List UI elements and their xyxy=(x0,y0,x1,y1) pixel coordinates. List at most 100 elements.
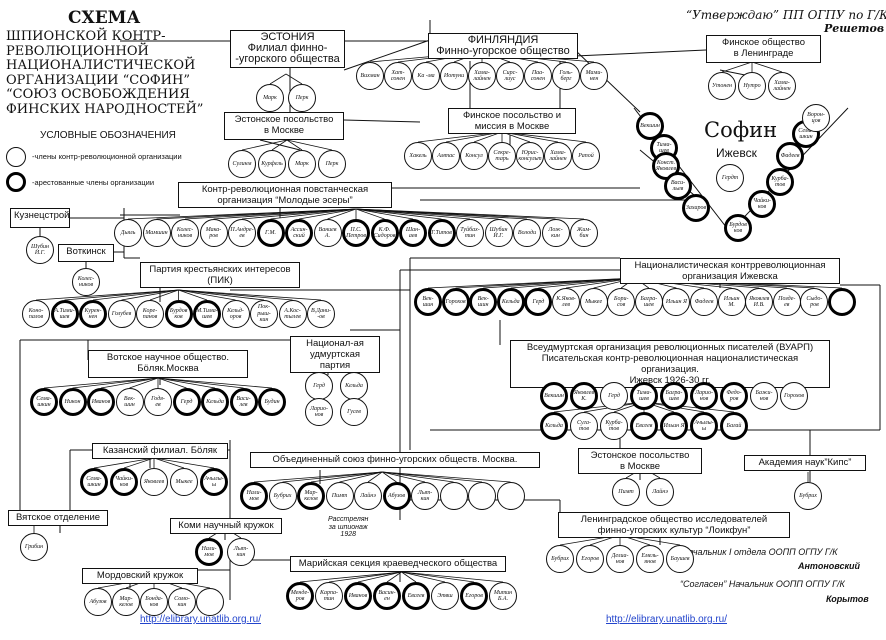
person-node: Векшин xyxy=(540,382,568,410)
person-node: Перк xyxy=(288,84,316,112)
legend-arrested-text: -арестованные члены организации xyxy=(32,178,155,187)
person-node xyxy=(828,288,856,316)
person-node: Кельд- оров xyxy=(221,300,250,328)
person-node: Лайнэ xyxy=(354,482,382,510)
group-box-leningrad-loik: Ленинградское общество исследователей фи… xyxy=(558,512,790,538)
group-box-kuznetsstroy: Кузнецстрой xyxy=(10,208,70,228)
person-node: Абузов xyxy=(382,482,411,510)
person-node: Герд xyxy=(305,372,333,400)
person-node: Горохов xyxy=(780,382,808,410)
person-node xyxy=(196,588,224,616)
person-node: Никон xyxy=(58,388,87,416)
person-node: Бубрих xyxy=(546,545,574,573)
person-node: Паа- сонен xyxy=(524,62,552,90)
scheme-title: СХЕМА xyxy=(68,8,141,28)
person-node: Ларио- нов xyxy=(305,398,333,426)
person-node: Митин Б.А. xyxy=(489,582,517,610)
group-box-kazan: Казанский филиал. Бöляк xyxy=(92,443,228,459)
person-node: Нали- мов xyxy=(240,482,268,510)
person-node xyxy=(496,482,525,510)
person-node: Бубрих xyxy=(794,482,822,510)
person-node: Секре- тарь xyxy=(488,142,516,170)
subtitle-line: НАЦИОНАЛИСТИЧЕСКОЙ xyxy=(6,58,196,73)
person-node: Баушев xyxy=(666,545,694,573)
person-node: Кельда xyxy=(540,412,568,440)
person-node: Марк xyxy=(256,84,284,112)
person-node: Сирс- лиус xyxy=(496,62,524,90)
signature-1: Начальник I отдела ООПП ОГПУ Г/К xyxy=(682,547,838,557)
person-node: Сулинм xyxy=(228,150,256,178)
person-node: Колес- ников xyxy=(72,268,100,296)
person-node: Герд xyxy=(172,388,201,416)
approver-name: Решетов xyxy=(824,22,885,35)
person-node: Иванов xyxy=(87,388,115,416)
person-node: Сыдо- ров xyxy=(800,288,829,316)
person-node: Гердт xyxy=(716,164,744,192)
group-box-votkinsk: Воткинск xyxy=(58,244,114,262)
person-node: Емель- янов xyxy=(636,545,664,573)
person-node: Шан- аев xyxy=(399,219,427,247)
person-node: Утонен xyxy=(708,72,736,100)
person-node: Век- шин xyxy=(469,288,498,316)
group-box-united-moscow: Объединенный союз финно-угорских обществ… xyxy=(250,452,540,468)
person-node: Ильин Я xyxy=(662,288,691,316)
source-link-left[interactable]: http://elibrary.unatlib.org.ru/ xyxy=(140,614,261,625)
person-node: Перк xyxy=(318,150,346,178)
person-node: Рапой xyxy=(572,142,600,170)
person-node: Курен- нен xyxy=(79,300,107,328)
subtitle-line: “СОЮЗ ОСВОБОЖДЕНИЯ xyxy=(6,87,190,102)
person-node: Менде- ров xyxy=(286,582,314,610)
person-node: Туйбах- тин xyxy=(456,219,484,247)
approval-text: “Утверждаю” ПП ОГПУ по Г/К xyxy=(686,8,886,22)
person-node: Бубрих xyxy=(268,482,297,510)
person-node: Багай xyxy=(720,412,748,440)
person-node: Амтас xyxy=(432,142,460,170)
person-node: М.Тима- шев xyxy=(193,300,221,328)
group-box-est-embassy: Эстонское посольство в Москве xyxy=(224,112,344,140)
sofin-city: Ижевск xyxy=(716,146,757,160)
person-node: Бонда- ков xyxy=(140,588,168,616)
person-node: Коно- палов xyxy=(22,300,50,328)
person-node: Бажи- нов xyxy=(750,382,778,410)
person-node: Г.М. xyxy=(256,219,285,247)
person-node: Позде- ев xyxy=(772,288,801,316)
person-node: Мыкее xyxy=(579,288,608,316)
person-node: Делиа- нов xyxy=(606,545,634,573)
person-node: Пимт xyxy=(612,478,640,506)
person-node: Гусев xyxy=(340,398,368,426)
subtitle-line: ФИНСКИХ НАРОДНОСТЕЙ” xyxy=(6,101,204,117)
person-node: Ларио- нов xyxy=(690,382,718,410)
person-node: Лайнэ xyxy=(646,478,674,506)
person-node: Федо- ров xyxy=(720,382,748,410)
person-node: Сема- шкин xyxy=(80,468,108,496)
person-node: Кельда xyxy=(340,372,368,400)
person-node: Лыт- кин xyxy=(227,538,255,566)
person-node: Бурдов ков xyxy=(724,214,752,242)
group-box-leningrad-fin: Финское общество в Ленинграде xyxy=(706,35,821,63)
legend-arrested-icon xyxy=(6,172,26,192)
person-node: Бурдов ков xyxy=(164,300,193,328)
group-box-pik: Партия крестьянских интересов (ПИК) xyxy=(140,262,300,288)
person-node: Карпа- тин xyxy=(315,582,343,610)
person-node: Голь- берг xyxy=(552,62,580,90)
person-node: Фадеев xyxy=(690,288,718,316)
subtitle-line: ОРГАНИЗАЦИИ “СОФИН” xyxy=(6,72,190,88)
person-node: Курфель xyxy=(258,150,286,178)
person-node: Мыкее xyxy=(170,468,198,496)
signature-2-name: Корытов xyxy=(826,594,869,604)
person-node: К.Ф. Сидоров xyxy=(370,219,399,247)
signature-1-name: Антоновский xyxy=(798,561,861,571)
person-node: Абузов xyxy=(84,588,112,616)
source-link-right[interactable]: http://elibrary.unatlib.org.ru/ xyxy=(606,614,727,625)
group-box-mordov: Мордовский кружок xyxy=(82,568,198,584)
person-node: Захаров xyxy=(682,194,710,222)
group-box-vuapp: Всеудмуртская организация революционных … xyxy=(510,340,830,388)
person-node: Яковлев И.В. xyxy=(745,288,774,316)
person-node: Век- шин xyxy=(414,288,442,316)
legend-member-icon xyxy=(6,147,26,167)
person-node: Коре- панов xyxy=(136,300,164,328)
person-node: Багра- шев xyxy=(634,288,663,316)
subtitle-line: ШПИОНСКОЙ КОНТР- xyxy=(6,29,166,44)
person-node: Ильин Я xyxy=(660,412,688,440)
